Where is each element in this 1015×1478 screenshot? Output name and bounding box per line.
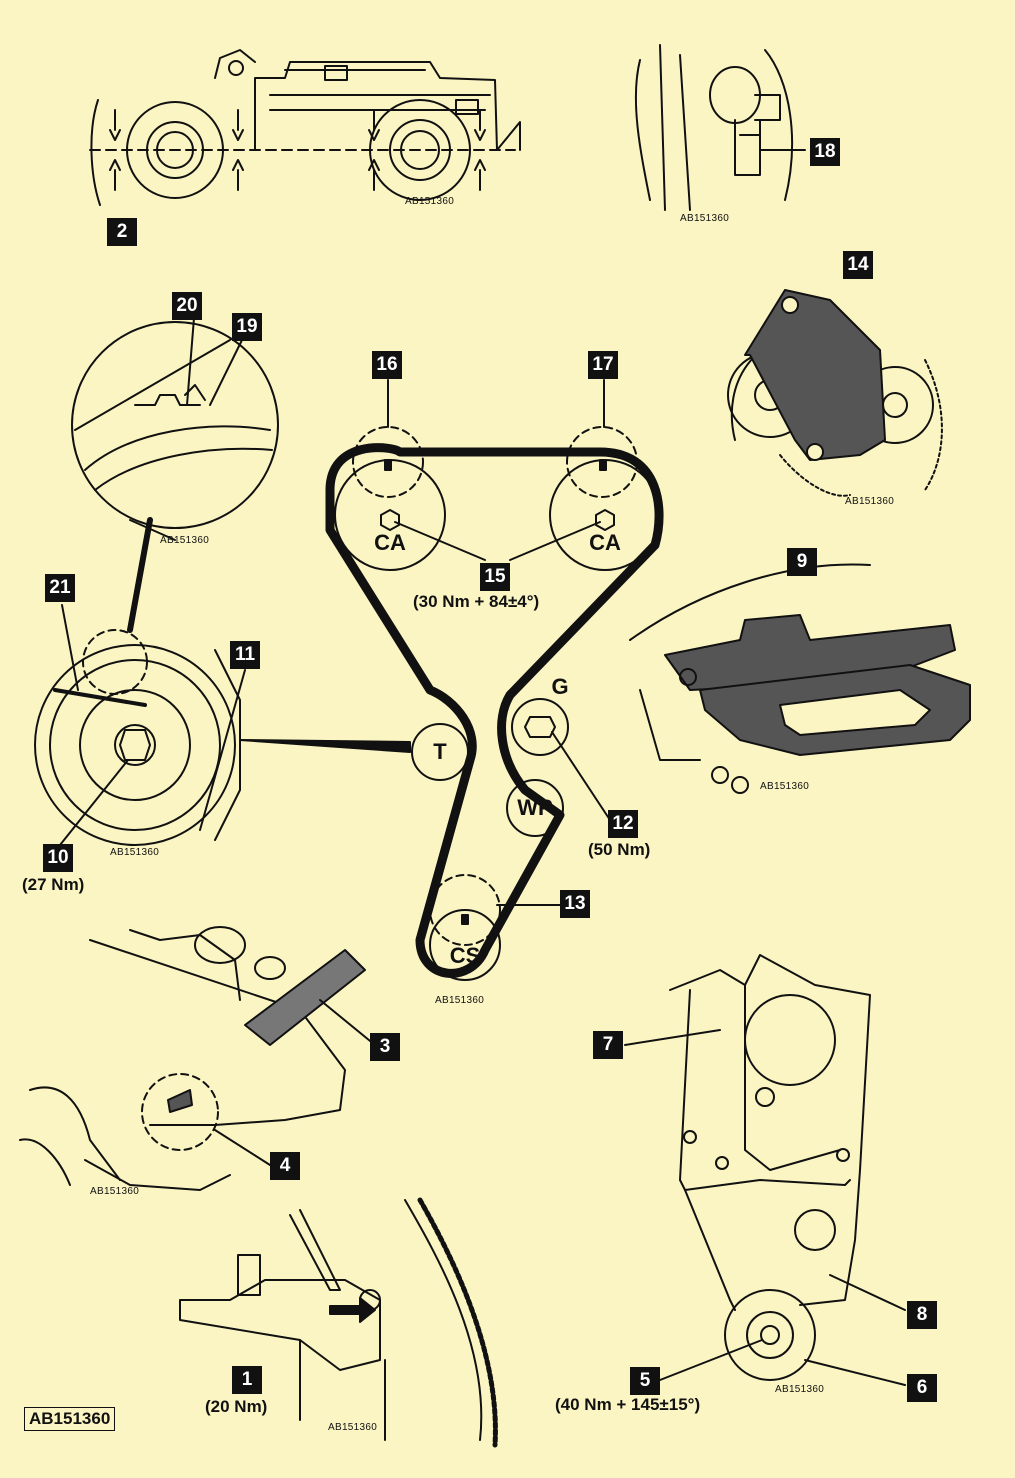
belt-routing [325,379,664,981]
panel-3-4-flywheel-lock [19,926,376,1191]
label-11: 11 [230,641,260,669]
label-19: 19 [232,313,262,341]
label-8: 8 [907,1301,937,1329]
ref-code: AB151360 [435,995,485,1006]
label-2: 2 [107,218,137,246]
ref-code: AB151360 [405,196,455,207]
ref-code: AB151360 [845,496,895,507]
label-17: 17 [588,351,618,379]
label-13: 13 [560,890,590,918]
ref-code: AB151360 [90,1186,140,1197]
label-3: 3 [370,1033,400,1061]
ref-code: AB151360 [775,1384,825,1395]
pulley-label-crankshaft: CS [449,943,481,968]
torque-12: (50 Nm) [588,840,651,859]
ref-code: AB151360 [110,847,160,858]
label-18: 18 [810,138,840,166]
label-12: 12 [608,810,638,838]
label-4: 4 [270,1152,300,1180]
pulley-label-ca-left: CA [374,530,406,555]
panel-9-setting-tool [629,563,971,794]
pulley-label-tensioner: T [433,739,447,764]
ref-code: AB151360 [160,535,210,546]
pulley-label-ca-right: CA [589,530,621,555]
label-14: 14 [843,251,873,279]
label-10: 10 [43,844,73,872]
label-15: 15 [480,563,510,591]
label-20: 20 [172,292,202,320]
torque-10: (27 Nm) [22,875,85,894]
panel-18-locking-pin [634,44,806,211]
panel-10-11-crank-sprocket [34,644,411,846]
label-21: 21 [45,574,75,602]
label-16: 16 [372,351,402,379]
torque-5: (40 Nm + 145±15°) [555,1395,701,1414]
pulley-label-guide: G [551,674,569,699]
label-7: 7 [593,1031,623,1059]
label-9: 9 [787,548,817,576]
torque-1: (20 Nm) [205,1397,268,1416]
ref-code-boxed: AB151360 [24,1407,116,1431]
panel-19-20-magnified-sprocket [71,321,279,541]
pulley-label-water-pump: WP [517,795,553,820]
panel-5-8-covers [624,954,906,1386]
label-6: 6 [907,1374,937,1402]
panel-14-camshaft-tool [727,289,943,497]
label-1: 1 [232,1366,262,1394]
ref-code: AB151360 [680,213,730,224]
label-5: 5 [630,1367,660,1395]
ref-code: AB151360 [328,1422,378,1433]
panel-1-flywheel-pin [179,1197,498,1448]
torque-15: (30 Nm + 84±4°) [413,592,540,611]
panel-2-alignment [89,49,521,206]
ref-code: AB151360 [760,781,810,792]
